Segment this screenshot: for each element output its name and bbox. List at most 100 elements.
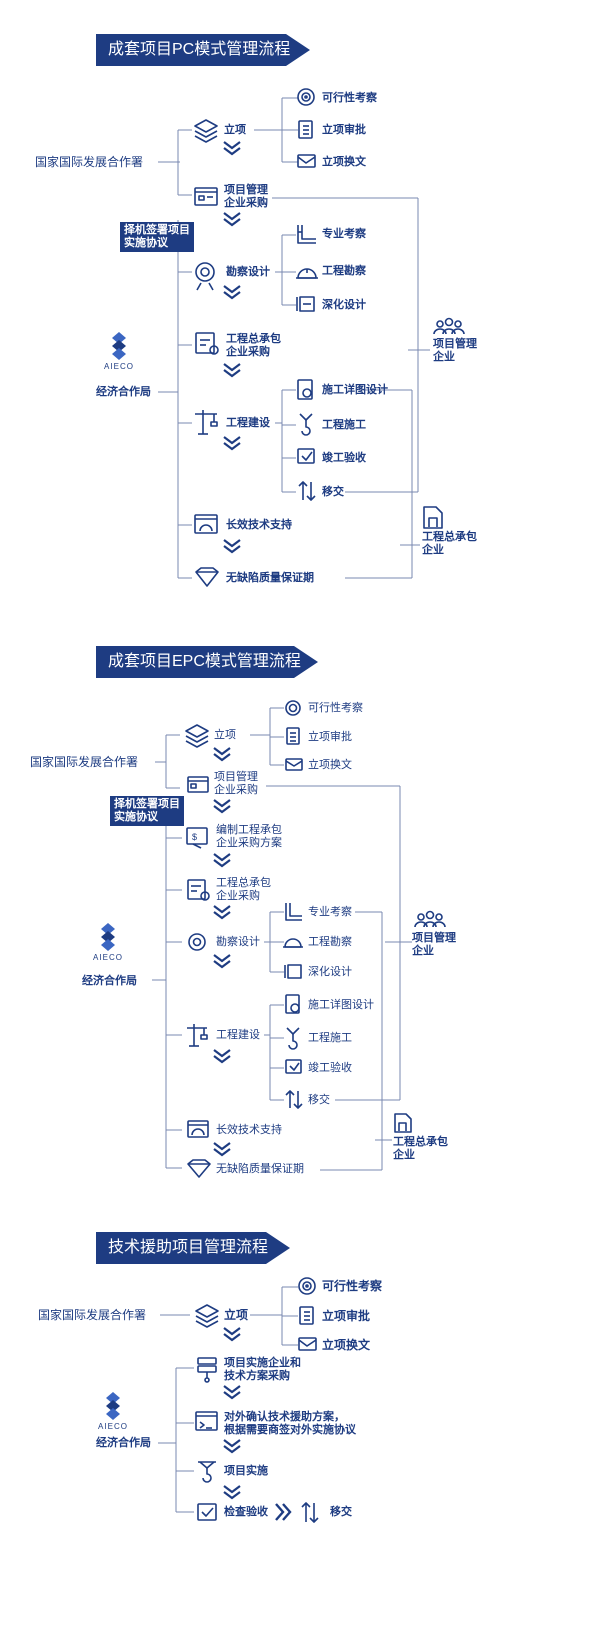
node-label: 移交: [322, 486, 344, 498]
svg-text:$: $: [192, 832, 197, 842]
blueprint-icon: [296, 296, 315, 312]
gear-icon: [188, 933, 206, 951]
aieco-logo: AIECO: [98, 1422, 128, 1431]
node-label: 可行性考察: [322, 1279, 383, 1293]
node-label: 施工详图设计: [322, 384, 388, 396]
ruler-icon: [297, 225, 316, 244]
layers-icon: [185, 724, 209, 748]
diamond-icon: [195, 567, 219, 587]
section-title: 成套项目EPC模式管理流程: [96, 646, 318, 678]
helmet-icon: [283, 938, 303, 948]
aieco-logo-mark: [101, 923, 115, 951]
hook-icon: [286, 1027, 300, 1050]
crane-icon: [187, 1024, 208, 1047]
agreement-tag: 择机签署项目实施协议: [120, 222, 194, 252]
node-label: 专业考察: [308, 906, 352, 918]
aieco-logo-mark: [106, 1392, 120, 1420]
node-label: 无缺陷质量保证期: [216, 1163, 304, 1175]
node-label: 项目管理企业采购: [224, 184, 268, 209]
node-label: 工程建设: [226, 417, 270, 429]
node-label: 工程总承包企业采购: [216, 877, 271, 902]
node-label: 检查验收: [224, 1506, 268, 1518]
node-label: 立项审批: [322, 1309, 371, 1323]
side-arrow: [275, 1503, 292, 1521]
node-label: 立项换文: [308, 759, 352, 771]
node-label: 项目实施企业和技术方案采购: [224, 1357, 301, 1382]
crane-icon: [195, 410, 218, 435]
target-icon: [298, 1277, 316, 1295]
node-label: 立项换文: [322, 156, 366, 168]
node-label: 工程施工: [322, 419, 366, 431]
helmet-icon: [296, 268, 318, 279]
node-label: 专业考察: [322, 228, 366, 240]
node-label: 勘察设计: [216, 936, 260, 948]
node-label: 竣工验收: [308, 1062, 352, 1074]
node-label: 长效技术支持: [226, 519, 292, 531]
target-icon: [285, 700, 301, 716]
node-label: 立项审批: [322, 124, 366, 136]
envelope-icon: [285, 758, 303, 771]
blueprint-icon: [284, 964, 302, 979]
diamond-icon: [187, 1159, 211, 1178]
users-icon: [414, 910, 446, 928]
checklist-icon: [299, 1306, 314, 1325]
swap-arrows-icon: [285, 1090, 303, 1109]
document-clock-icon: [297, 379, 313, 400]
layers-icon: [195, 1304, 219, 1328]
node-label: 深化设计: [322, 299, 366, 311]
swap-arrows-icon: [301, 1502, 319, 1523]
node-label: 可行性考察: [322, 92, 377, 104]
node-label: 立项: [224, 124, 246, 136]
monitor-icon: [194, 514, 218, 534]
node-label: 立项: [224, 1308, 249, 1322]
browser-icon: [187, 776, 209, 793]
company-label: 项目管理企业: [433, 338, 477, 363]
org-label: 经济合作局: [82, 975, 137, 987]
node-label: 编制工程承包企业采购方案: [216, 824, 282, 849]
node-label: 立项审批: [308, 731, 352, 743]
layers-icon: [194, 119, 218, 143]
aieco-logo-mark: [112, 332, 126, 360]
hook-icon: [198, 1461, 216, 1483]
company-label: 工程总承包企业: [422, 531, 477, 556]
building-doc-icon: [394, 1113, 412, 1133]
node-label: 工程总承包企业采购: [226, 333, 281, 358]
org-label: 国家国际发展合作署: [30, 755, 139, 769]
node-label: 项目实施: [224, 1465, 268, 1477]
envelope-icon: [297, 154, 316, 168]
gear-icon: [195, 262, 215, 291]
hook-icon: [299, 413, 313, 436]
monitor-icon: [187, 1120, 209, 1138]
monitor-doc-icon: [195, 1411, 218, 1431]
swap-arrows-icon: [298, 481, 316, 501]
check-box-icon: [197, 1503, 217, 1521]
document-clock-icon: [285, 994, 300, 1014]
aieco-logo: AIECO: [104, 362, 134, 371]
node-label: 竣工验收: [322, 452, 366, 464]
company-label: 工程总承包企业: [393, 1136, 448, 1161]
target-icon: [297, 88, 315, 106]
aieco-logo: AIECO: [93, 953, 123, 962]
node-label: 对外确认技术援助方案，根据需要商签对外实施协议: [224, 1411, 356, 1436]
budget-doc-icon: $: [186, 827, 208, 849]
building-doc-icon: [423, 506, 443, 529]
node-label: 勘察设计: [226, 266, 270, 278]
clipboard-icon: [195, 332, 219, 355]
node-label: 可行性考察: [308, 702, 363, 714]
node-icons: $: [185, 88, 465, 1523]
org-label: 国家国际发展合作署: [38, 1308, 147, 1322]
node-label: 立项: [214, 729, 236, 741]
node-label: 工程勘察: [322, 265, 366, 277]
node-label: 施工详图设计: [308, 999, 374, 1011]
node-label: 立项换文: [322, 1338, 371, 1352]
node-label: 长效技术支持: [216, 1124, 282, 1136]
server-icon: [197, 1357, 217, 1383]
agreement-tag: 择机签署项目实施协议: [110, 796, 184, 826]
org-label: 国家国际发展合作署: [35, 155, 144, 169]
clipboard-icon: [187, 879, 210, 901]
node-label: 无缺陷质量保证期: [226, 572, 314, 584]
check-box-icon: [285, 1059, 302, 1074]
company-label: 项目管理企业: [412, 932, 456, 957]
